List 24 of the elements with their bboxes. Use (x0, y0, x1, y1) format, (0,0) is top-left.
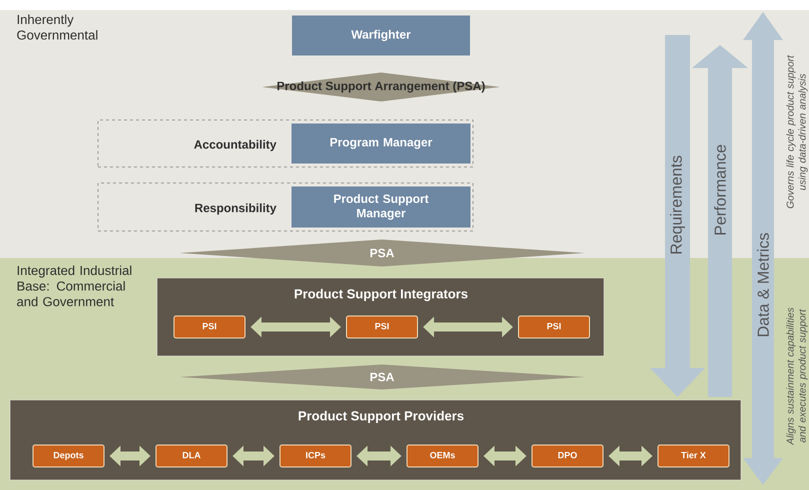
arrow-label: Requirements (670, 156, 685, 254)
arrow-label: Data & Metrics (757, 233, 769, 336)
region-label: Inherently Governmental (17, 14, 98, 40)
provider-box: OEMs (406, 444, 478, 468)
arrangement-band: PSA (180, 240, 584, 266)
side-note: Governs life cycle product support using data-driven analysis (786, 54, 808, 208)
provider-box: PSI (518, 316, 590, 338)
role-label: Responsibility (195, 203, 276, 215)
role-box: Program Manager (290, 122, 472, 164)
role-box: Product Support Manager (290, 186, 472, 228)
arrangement-band: PSA (180, 364, 584, 390)
side-note: Aligns sustainment capabilities and executes product support (786, 308, 808, 446)
role-label: Accountability (194, 140, 276, 152)
provider-box: PSI (346, 316, 418, 338)
provider-box: PSI (174, 316, 246, 338)
provider-box: ICPs (280, 444, 352, 468)
role-box: Warfighter (291, 14, 471, 56)
provider-box: Depots (32, 444, 104, 468)
arrangement-band: Product Support Arrangement (PSA) (262, 72, 500, 102)
provider-box: DLA (156, 444, 228, 468)
arrow-label: Performance (714, 144, 726, 234)
provider-box: Tier X (658, 444, 730, 468)
provider-box: DPO (532, 444, 604, 468)
region-label: Integrated Industrial Base: Commercial and Government (17, 266, 132, 306)
